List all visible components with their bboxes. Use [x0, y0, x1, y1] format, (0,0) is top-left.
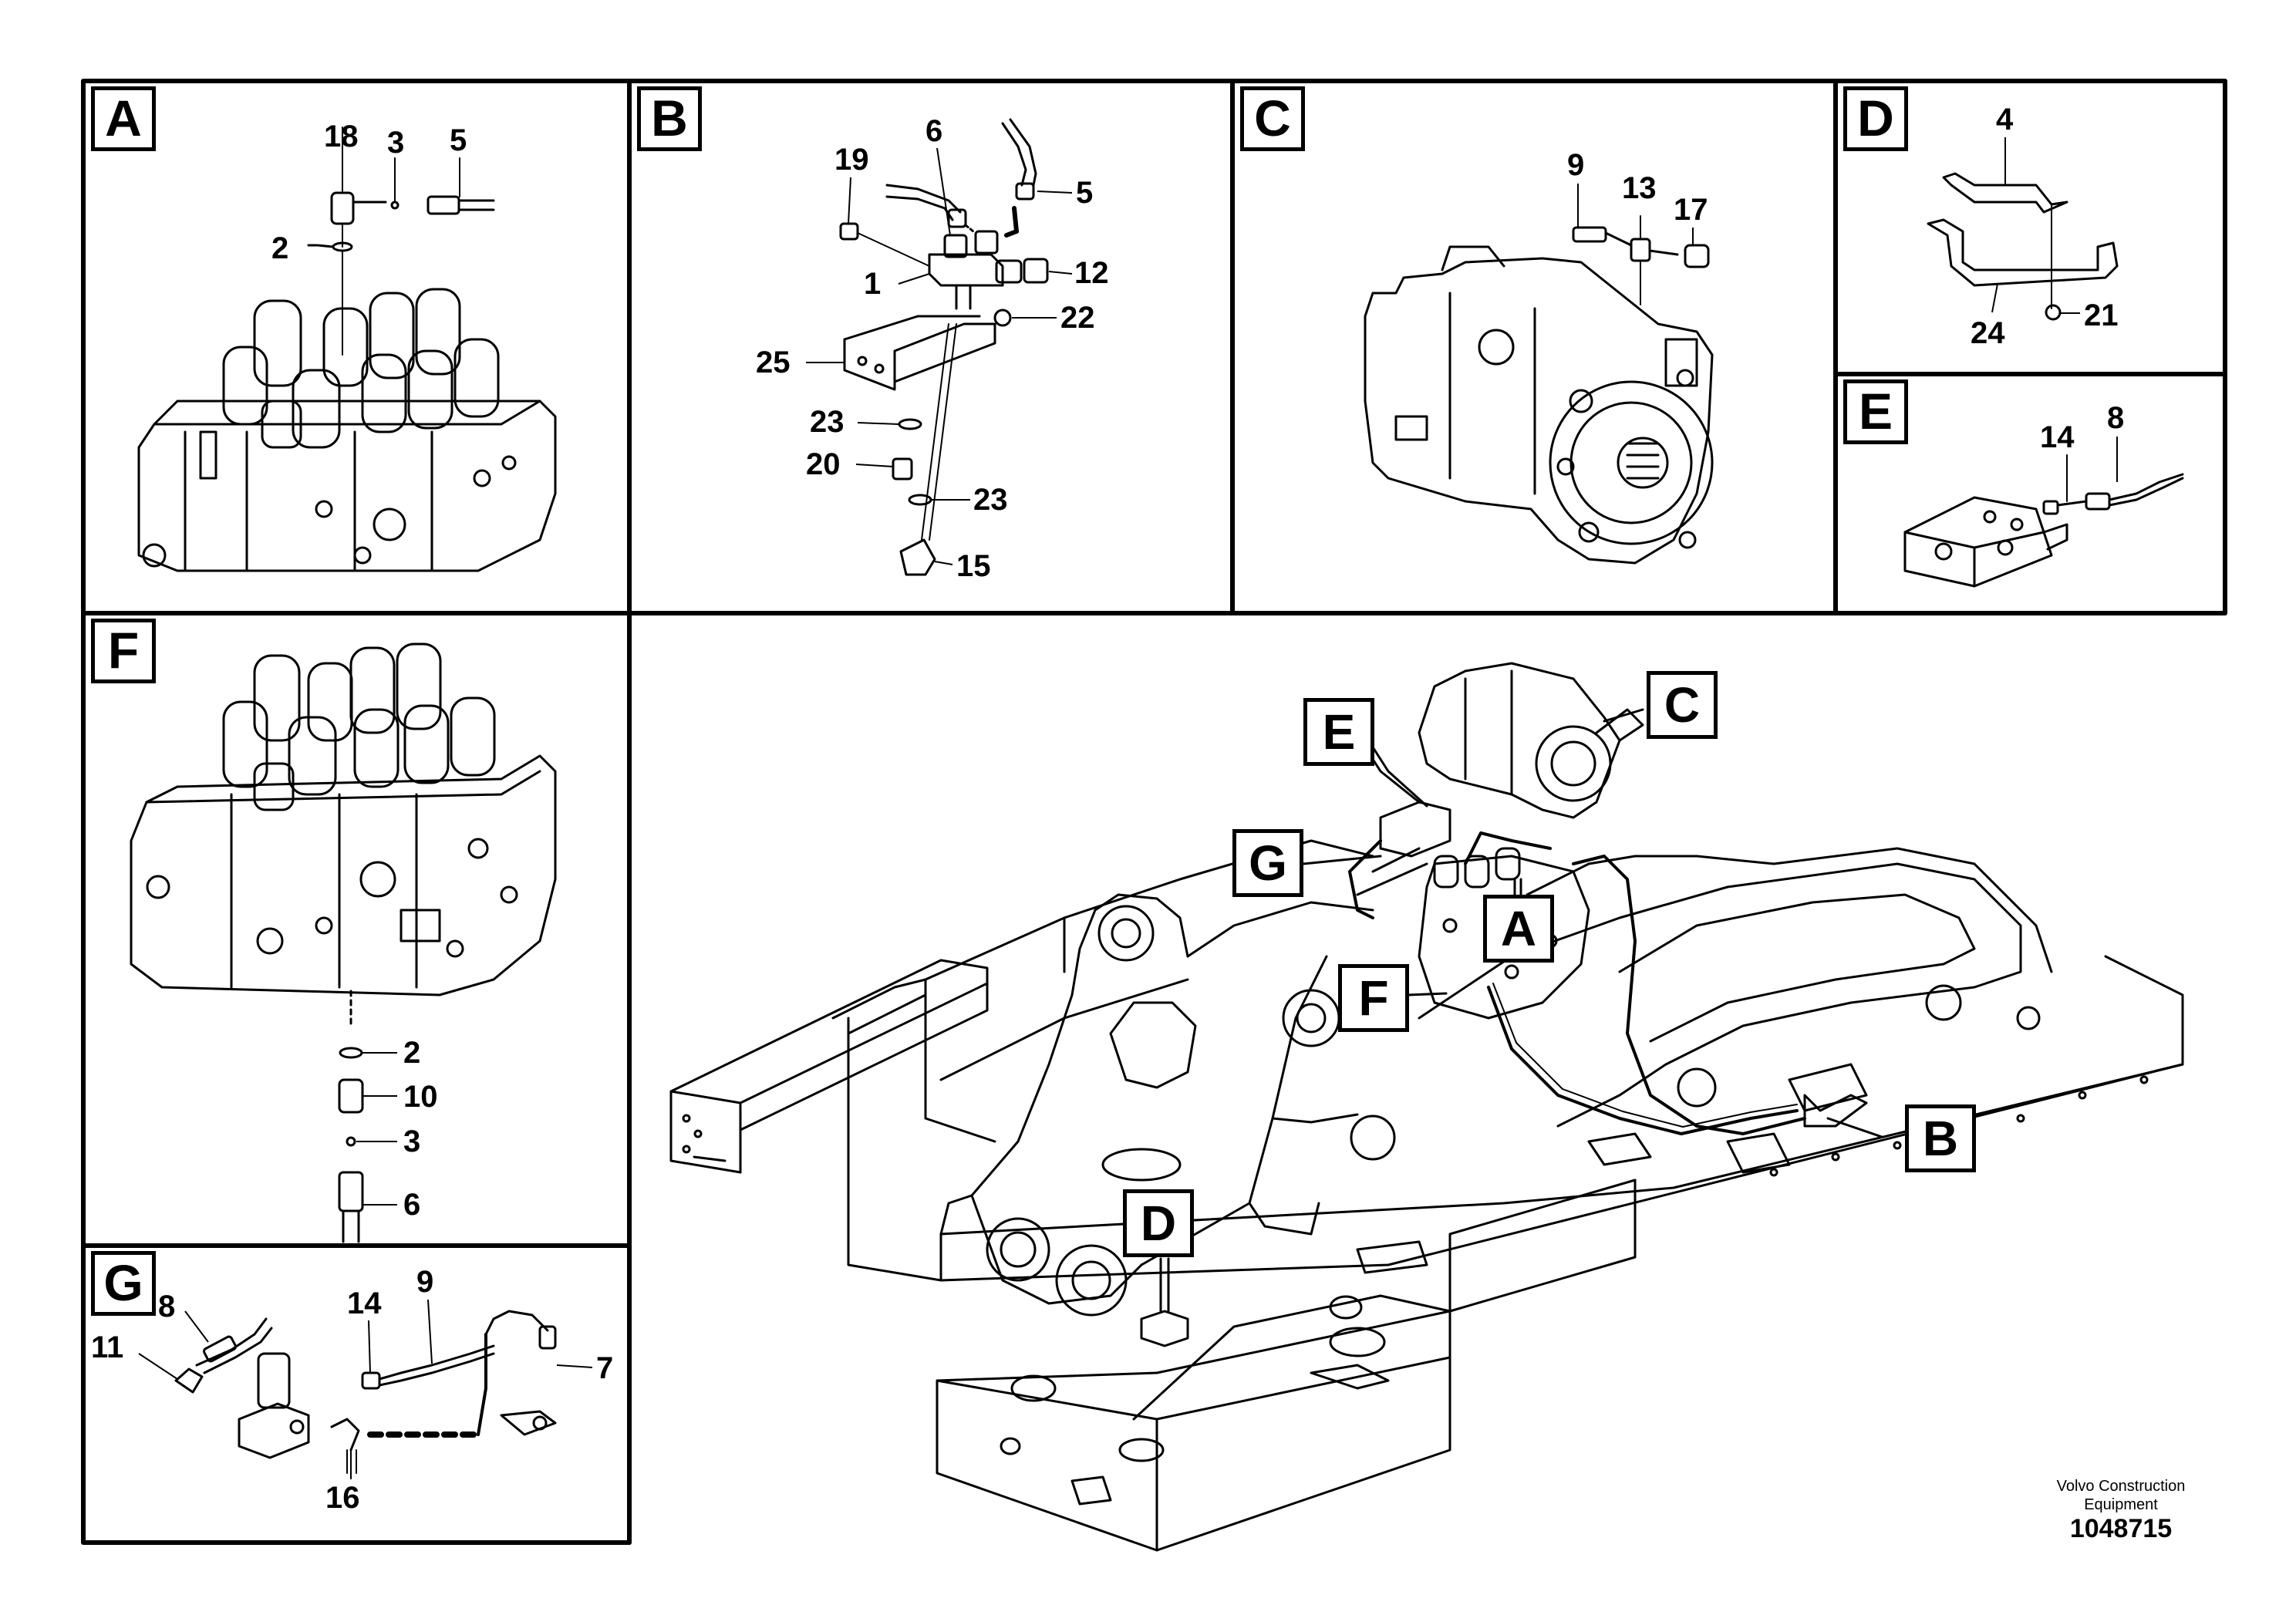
callout-b-6: 6 [925, 114, 943, 148]
callout-b-25: 25 [756, 346, 791, 379]
callout-c-9: 9 [1567, 148, 1585, 182]
callout-g-16: 16 [325, 1481, 360, 1515]
company-line-1: Volvo Construction [2056, 1478, 2186, 1495]
panel-f-letter: F [91, 619, 156, 683]
callout-b-12: 12 [1074, 256, 1109, 290]
panel-c-letter: C [1240, 86, 1305, 151]
callout-f-10: 10 [403, 1080, 438, 1114]
overview-label-d: D [1123, 1189, 1194, 1257]
callout-b-20: 20 [806, 447, 841, 481]
callout-f-2: 2 [403, 1036, 421, 1070]
panel-a-letter: A [91, 86, 156, 151]
callout-g-14: 14 [347, 1286, 382, 1320]
callout-a-2: 2 [271, 231, 289, 265]
callout-b-1: 1 [864, 267, 882, 301]
callout-d-4: 4 [1996, 103, 2014, 137]
panel-e-art [1903, 454, 2184, 588]
overview-label-b: B [1905, 1104, 1976, 1172]
callout-a-5: 5 [450, 123, 467, 157]
callout-d-21: 21 [2084, 298, 2119, 332]
callout-b-15: 15 [956, 549, 991, 583]
company-line-2: Equipment [2084, 1496, 2158, 1513]
callout-b-19: 19 [834, 143, 869, 177]
panel-d-letter: D [1843, 86, 1908, 151]
callout-f-6: 6 [403, 1188, 421, 1222]
overview-label-g: G [1232, 829, 1303, 897]
panel-d-art [1927, 172, 2119, 321]
callout-e-14: 14 [2040, 420, 2075, 454]
part-number: 1048715 [2069, 1514, 2173, 1543]
callout-g-11: 11 [91, 1330, 124, 1364]
callout-a-3: 3 [387, 126, 405, 160]
callout-g-8: 8 [158, 1290, 176, 1324]
overview-label-f: F [1338, 964, 1409, 1032]
callout-b-22: 22 [1060, 301, 1095, 335]
panel-g-art [174, 1310, 557, 1474]
callout-d-24: 24 [1971, 316, 2005, 350]
callout-c-17: 17 [1674, 193, 1708, 227]
panel-f-art [130, 642, 557, 1243]
callout-e-8: 8 [2107, 401, 2125, 435]
overview-label-e: E [1303, 698, 1374, 766]
callout-f-3: 3 [403, 1125, 421, 1158]
panel-c-art [1364, 215, 1714, 565]
panel-b-letter: B [637, 86, 702, 151]
callout-c-13: 13 [1622, 171, 1657, 205]
callout-g-9: 9 [416, 1265, 434, 1299]
panel-e-letter: E [1843, 379, 1908, 444]
overview-label-a: A [1483, 895, 1554, 963]
callout-b-23b: 23 [973, 483, 1008, 517]
company-name: Volvo Construction Equipment [2028, 1477, 2213, 1514]
callout-g-7: 7 [596, 1351, 614, 1385]
panel-a-art [137, 126, 557, 572]
callout-a-18: 18 [324, 120, 359, 153]
callout-b-23a: 23 [810, 405, 845, 439]
panel-g-letter: G [91, 1251, 156, 1316]
callout-b-5: 5 [1076, 176, 1094, 210]
panel-b-art [839, 118, 1049, 576]
overview-label-c: C [1647, 671, 1718, 739]
